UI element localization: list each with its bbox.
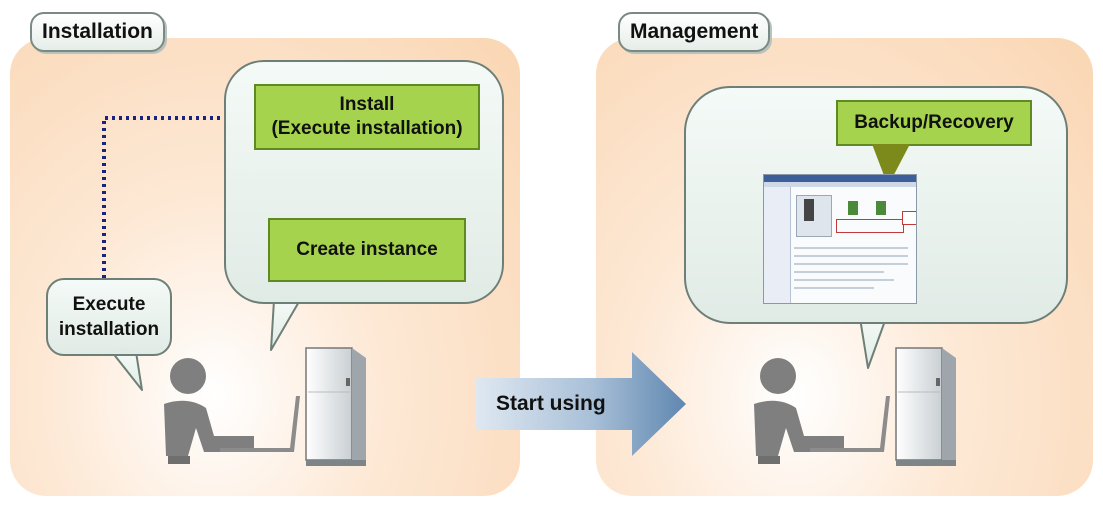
backup-recovery-label: Backup/Recovery: [854, 112, 1014, 133]
start-using-label: Start using: [496, 392, 606, 415]
person-at-laptop-icon: [164, 358, 300, 464]
management-tab: Management: [618, 12, 771, 52]
start-using-arrow: [476, 352, 686, 456]
create-instance-label: Create instance: [296, 239, 438, 260]
server-tower-icon: [305, 347, 366, 466]
user-bubble-line1: Execute: [72, 294, 146, 315]
install-subtitle: (Execute installation): [271, 118, 463, 139]
install-bubble-tail: [270, 296, 301, 351]
install-title: Install: [339, 94, 395, 115]
server-tower-icon: [895, 347, 956, 466]
installation-tab: Installation: [30, 12, 165, 52]
install-box: Install (Execute installation): [254, 84, 480, 150]
person-at-laptop-icon: [754, 358, 890, 464]
create-instance-box: Create instance: [268, 218, 466, 282]
backup-recovery-box: Backup/Recovery: [836, 100, 1032, 146]
management-screenshot-thumbnail: [763, 174, 917, 304]
user-speech-bubble: Execute installation: [46, 278, 172, 356]
user-bubble-line2: installation: [58, 319, 160, 340]
